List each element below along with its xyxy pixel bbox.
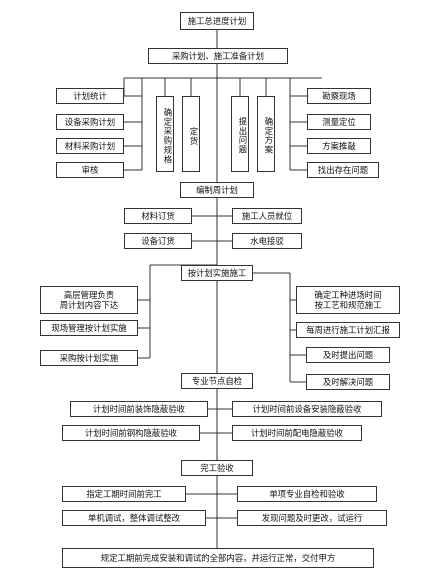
left-item-equipment-plan: 设备采购计划 (56, 114, 124, 130)
order-goods-box: 定货 (182, 96, 200, 172)
completion-self-check: 单项专业自检和验收 (237, 486, 377, 502)
weekly-material-order: 材料订货 (124, 208, 192, 224)
node-decoration-check: 计划时间前装饰隐蔽验收 (70, 401, 208, 417)
left-item-statistics: 计划统计 (56, 88, 124, 104)
construction-box: 按计划实施施工 (181, 265, 253, 281)
node-electric-check: 计划时间前配电隐蔽验收 (232, 425, 362, 441)
spec-confirm-box: 确定采购规格 (156, 96, 174, 172)
completion-box: 完工验收 (181, 460, 253, 476)
raise-question-box: 提出问题 (231, 96, 249, 172)
right-item-find-issues: 找出存在问题 (307, 162, 379, 178)
completion-commissioning: 单机调试，整体调试整改 (62, 510, 206, 526)
completion-trial-run: 发现问题及时更改，试运行 (237, 510, 387, 526)
weekly-utilities: 水电接驳 (232, 233, 302, 249)
right-item-measure: 测量定位 (307, 114, 371, 130)
left-item-material-plan: 材料采购计划 (56, 138, 124, 154)
right-item-scheme: 方案推敲 (307, 138, 371, 154)
construction-right-raise: 及时提出问题 (306, 347, 390, 363)
confirm-plan-box: 确定方案 (257, 96, 275, 172)
right-item-survey: 勘察现场 (307, 88, 371, 104)
construction-right-solve: 及时解决问题 (306, 374, 390, 390)
node-check-box: 专业节点自检 (181, 373, 253, 389)
node-equipment-check: 计划时间前设备安装隐蔽验收 (232, 401, 382, 417)
weekly-plan-box: 编制周计划 (180, 182, 254, 198)
construction-right-report: 每周进行施工计划汇报 (296, 322, 400, 338)
construction-left-management: 高层管理负责 周计划内容下达 (40, 286, 138, 314)
left-item-review: 审核 (56, 162, 124, 178)
node-steel-check: 计划时间前钢构隐蔽验收 (62, 425, 200, 441)
weekly-staff-ready: 施工人员就位 (232, 208, 302, 224)
construction-left-procurement: 采购按计划实施 (40, 350, 138, 366)
master-schedule-box: 施工总进度计划 (180, 12, 254, 30)
procurement-plan-box: 采购计划、施工准备计划 (148, 48, 288, 64)
construction-right-trades: 确定工种进场时间 按工艺和规范施工 (296, 286, 400, 314)
construction-left-site: 现场管理按计划实施 (40, 320, 138, 336)
final-delivery-box: 规定工期前完成安装和调试的全部内容，并运行正常，交付甲方 (62, 548, 374, 568)
completion-deadline: 指定工期时间前完工 (62, 486, 186, 502)
weekly-equipment-order: 设备订货 (124, 233, 192, 249)
